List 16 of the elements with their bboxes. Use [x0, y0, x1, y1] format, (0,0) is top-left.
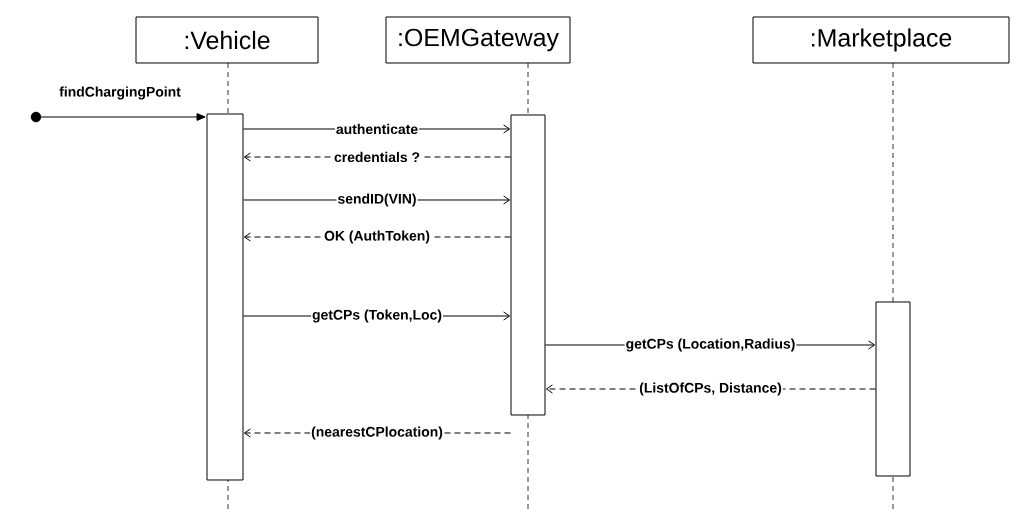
edge-label: findChargingPoint	[59, 86, 181, 100]
lifeline-header: :OEMGateway	[385, 16, 571, 64]
activation-bar	[206, 113, 244, 481]
edge-label: getCPs (Location,Radius)	[626, 338, 795, 352]
edge-label: (ListOfCPs, Distance)	[639, 382, 782, 396]
lifeline-header: :Marketplace	[752, 16, 1010, 64]
lifeline-header: :Vehicle	[135, 16, 319, 64]
edge-label: OK (AuthToken)	[324, 230, 430, 244]
edge-label: (nearestCPlocation)	[311, 426, 443, 440]
edge-label: authenticate	[336, 123, 418, 135]
edge-label: sendID(VIN)	[337, 193, 416, 207]
activation-bar	[875, 301, 911, 477]
edge-label: getCPs (Token,Loc)	[312, 309, 442, 323]
message-arrow	[40, 113, 206, 121]
edge-label: credentials ?	[334, 151, 420, 163]
activation-bar	[510, 114, 546, 416]
